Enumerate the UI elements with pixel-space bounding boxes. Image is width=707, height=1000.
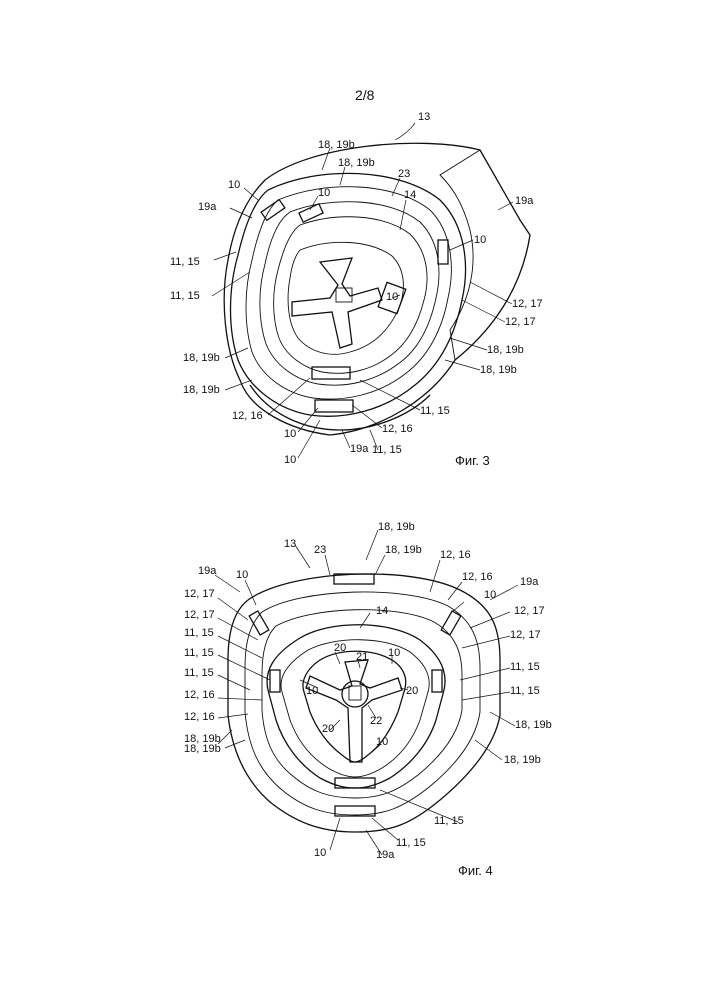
- fig3-label: 10: [386, 291, 398, 303]
- fig4-label: 12, 16: [184, 689, 215, 701]
- fig4-label: 18, 19b: [515, 719, 552, 731]
- fig3-label: 12, 17: [505, 316, 536, 328]
- fig4-label: 20: [334, 642, 346, 654]
- fig3-caption: Фиг. 3: [455, 453, 490, 468]
- fig3-label: 18, 19b: [480, 364, 517, 376]
- ring-middle: [260, 202, 439, 386]
- fig3-label: 12, 16: [232, 410, 263, 422]
- fig3-label: 10: [284, 428, 296, 440]
- fig4-label: 12, 17: [510, 629, 541, 641]
- fig3-label: 11, 15: [420, 405, 450, 417]
- fig4-ring-2: [262, 610, 462, 798]
- three-spoke-core: [292, 258, 382, 348]
- fig4-label: 12, 17: [514, 605, 545, 617]
- fig4-label: 12, 16: [440, 549, 471, 561]
- fig4-label: 18, 19b: [385, 544, 422, 556]
- fig4-slot-10-right: [441, 611, 461, 635]
- fig4-label: 10: [314, 847, 326, 859]
- fig3-label: 12, 16: [382, 423, 413, 435]
- fig4-slot-10-left: [249, 611, 269, 635]
- fig4-label: 12, 16: [184, 711, 215, 723]
- slot-10-c: [438, 240, 448, 264]
- fig3-label: 18, 19b: [183, 352, 220, 364]
- fig4-label: 12, 16: [462, 571, 493, 583]
- fig4-label: 10: [484, 589, 496, 601]
- slot-10-f: [315, 400, 353, 412]
- fig4-label: 11, 15: [510, 661, 540, 673]
- fig4-label: 11, 15: [434, 815, 464, 827]
- fig3-label: 12, 17: [512, 298, 543, 310]
- fig4-label: 10: [388, 647, 400, 659]
- fig4-slot-10-inner-right: [432, 670, 442, 692]
- fig3-label: 11, 15: [372, 444, 402, 456]
- fig4-label: 19a: [376, 849, 395, 861]
- fig4-label: 18, 19b: [184, 743, 221, 755]
- fig4-slot-10-inner-left: [270, 670, 280, 692]
- fig4-label: 22: [370, 715, 382, 727]
- fig3-label: 10: [284, 454, 296, 466]
- fig3-label: 10: [228, 179, 240, 191]
- slot-10-a: [261, 200, 285, 221]
- fig4-label: 18, 19b: [378, 521, 415, 533]
- fig3-label: 19a: [198, 201, 217, 213]
- fig4-label: 20: [322, 723, 334, 735]
- fig4-caption: Фиг. 4: [458, 863, 493, 878]
- fig4-label: 12, 17: [184, 609, 215, 621]
- fig4-label: 11, 15: [184, 627, 214, 639]
- fig3-label: 23: [398, 168, 410, 180]
- fig4-shaft-hole: [349, 686, 361, 700]
- fig4-label: 19a: [520, 576, 539, 588]
- fig4-label: 13: [284, 538, 296, 550]
- fig4-label: 10: [236, 569, 248, 581]
- fig4-label: 11, 15: [510, 685, 540, 697]
- fig4-label: 18, 19b: [504, 754, 541, 766]
- fig3-label: 13: [418, 111, 430, 123]
- fig4-label: 11, 15: [184, 667, 214, 679]
- figure-4: 18, 19b 13 23 18, 19b 12, 16 19a 10 12, …: [184, 521, 552, 878]
- fig4-label: 23: [314, 544, 326, 556]
- fig3-label: 14: [404, 189, 416, 201]
- fig3-label: 19a: [350, 443, 369, 455]
- fig3-label: 11, 15: [170, 290, 200, 302]
- fig3-label: 18, 19b: [487, 344, 524, 356]
- fig4-label: 10: [306, 685, 318, 697]
- fig4-label: 20: [406, 685, 418, 697]
- fig3-label: 10: [318, 187, 330, 199]
- fig4-label: 11, 15: [184, 647, 214, 659]
- fig3-label: 18, 19b: [318, 139, 355, 151]
- fig3-label: 18, 19b: [183, 384, 220, 396]
- fig4-label: 21: [356, 651, 368, 663]
- fig3-label: 19a: [515, 195, 534, 207]
- fig3-label: 11, 15: [170, 256, 200, 268]
- fig3-label: 10: [474, 234, 486, 246]
- fig4-hub-boss: [342, 681, 368, 707]
- fig3-label: 18, 19b: [338, 157, 375, 169]
- fig4-label: 14: [376, 605, 388, 617]
- figure-3: 13 18, 19b 18, 19b 23 14 10 10 19a 19a 1…: [170, 111, 543, 468]
- fig4-label: 10: [376, 736, 388, 748]
- fig4-label: 12, 17: [184, 588, 215, 600]
- fig4-label: 11, 15: [396, 837, 426, 849]
- fig4-label: 19a: [198, 565, 217, 577]
